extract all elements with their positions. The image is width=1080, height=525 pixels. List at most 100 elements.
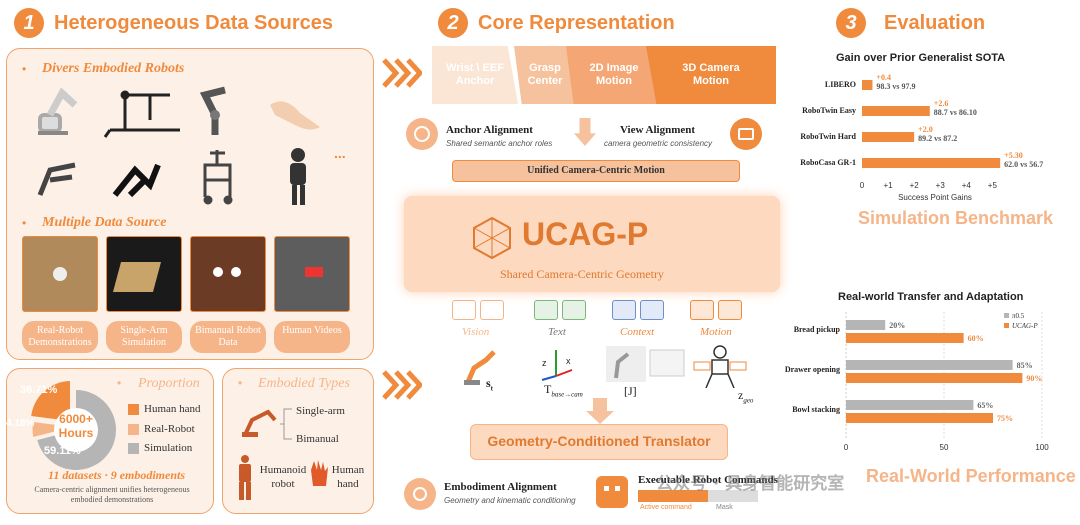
section-2-title: Core Representation (478, 12, 675, 34)
robot-head-icon (596, 476, 628, 508)
context-token (640, 300, 664, 320)
text-token (562, 300, 586, 320)
text-token (534, 300, 558, 320)
section-3-number: 3 (836, 8, 866, 38)
step-label-3d: 3D Camera Motion (682, 62, 740, 87)
x-tick-label: +2 (910, 181, 920, 190)
axes-icon: z x (541, 350, 573, 381)
bar-value-label: 65% (977, 401, 993, 410)
proportion-heading: Proportion (138, 376, 200, 391)
bullet-icon: • (117, 376, 122, 390)
down-arrow-icon (574, 118, 596, 146)
category-label: RoboTwin Easy (802, 106, 856, 115)
legend-label: π0.5 (1012, 312, 1025, 320)
motion-token (718, 300, 742, 320)
bullet-icon: • (22, 216, 27, 230)
pct-simulation: 59.11% (44, 445, 81, 457)
bracket-icon (280, 408, 292, 440)
bullet-icon: • (238, 376, 243, 390)
series-bar (846, 320, 886, 330)
section-1-title: Heterogeneous Data Sources (54, 12, 333, 34)
modality-label-context: Context (620, 326, 655, 338)
section-3-title: Evaluation (884, 12, 986, 34)
x-tick-label: +4 (962, 181, 972, 190)
legend-swatch (1004, 323, 1009, 328)
active-command-label: Active command (640, 504, 692, 511)
sim-benchmark-label: Simulation Benchmark (858, 208, 1054, 228)
symbol-s: st (486, 376, 494, 393)
motion-figure-icon (693, 345, 747, 389)
embodiment-alignment-sub: Geometry and kinematic conditioning (444, 496, 576, 505)
category-label: Bread pickup (794, 325, 841, 334)
robots-heading: Divers Embodied Robots (42, 61, 185, 76)
series-bar (846, 333, 964, 343)
category-label: LIBERO (825, 80, 856, 89)
symbol-z: zgeo (738, 388, 754, 405)
type-humanoid: Humanoid robot (259, 464, 307, 490)
legend-swatch-simulation (128, 443, 139, 454)
view-alignment-title: View Alignment (620, 124, 696, 136)
industrial-arm-icon (199, 86, 226, 135)
embodiment-alignment-title: Embodiment Alignment (444, 481, 557, 493)
svg-text:x: x (566, 356, 571, 366)
modality-label-text: Text (548, 326, 566, 338)
robot-arm-icon (464, 350, 496, 385)
section-2-number: 2 (438, 8, 468, 38)
flow-arrow-icon (382, 58, 422, 88)
more-robots-ellipsis: ... (334, 145, 346, 161)
pie-slice-human-hand (31, 381, 70, 421)
x-tick-label: 50 (940, 443, 949, 452)
legend-swatch-real-robot (128, 424, 139, 435)
modality-label-motion: Motion (700, 326, 732, 338)
datasets-line: 11 datasets · 9 embodiments (48, 468, 186, 482)
donut-center-value: 6000+ (59, 412, 93, 426)
pct-real-robot: 4.18% (6, 418, 35, 429)
donut-center-unit: Hours (58, 426, 94, 440)
step-label-2d: 2D Image Motion (589, 62, 639, 87)
legend-swatch (1004, 313, 1009, 318)
sources-heading: Multiple Data Source (42, 215, 167, 230)
source-label-real-robot: Real-Robot Demonstrations (22, 321, 98, 353)
bar-value-label: 75% (997, 414, 1013, 423)
anchor-alignment-sub: Shared semantic anchor roles (446, 139, 553, 148)
gain-value-label: +5.30 (1004, 151, 1023, 160)
legend-label-human-hand: Human hand (144, 403, 201, 415)
symbol-T: Tbase→cam (544, 382, 583, 399)
mobile-manipulator-icon (203, 150, 233, 205)
step-2d-motion (566, 46, 660, 104)
real-robot-thumbnail (22, 236, 98, 312)
flow-arrow-icon (382, 370, 422, 400)
category-label: RoboTwin Hard (800, 132, 856, 141)
x-tick-label: +3 (936, 181, 946, 190)
gantry-robot-icon (103, 90, 180, 138)
mask-label: Mask (716, 504, 733, 511)
source-label-human: Human Videos (274, 321, 350, 353)
proportion-caption: Camera-centric alignment unifies heterog… (34, 485, 190, 504)
human-hand-icon (270, 101, 320, 130)
svg-text:z: z (542, 358, 547, 368)
hand-icon (311, 460, 328, 486)
human-video-thumbnail (274, 236, 350, 312)
context-token (612, 300, 636, 320)
gain-bar (862, 80, 873, 90)
legend-label-simulation: Simulation (144, 442, 193, 454)
type-bimanual: Bimanual (296, 433, 339, 445)
chart-2-title: Real-world Transfer and Adaptation (838, 291, 1024, 303)
target-icon (404, 478, 436, 510)
section-1-number: 1 (14, 8, 44, 38)
gripper-icon (37, 162, 76, 196)
motion-token (690, 300, 714, 320)
bar-value-label: 60% (968, 334, 984, 343)
x-tick-label: 100 (1035, 443, 1049, 452)
pct-human-hand: 36.71% (20, 384, 58, 396)
model-name: UCAG-P (522, 216, 649, 252)
embodied-types-heading: Embodied Types (258, 376, 350, 391)
humanoid-icon (290, 148, 306, 205)
real-world-label: Real-World Performance (866, 466, 1076, 486)
robot-arm-icon (242, 409, 277, 437)
translator-box: Geometry-Conditioned Translator (470, 424, 728, 460)
robot-arm-icon (38, 87, 78, 135)
mask-bar (708, 490, 758, 502)
legend-swatch-human-hand (128, 404, 139, 415)
